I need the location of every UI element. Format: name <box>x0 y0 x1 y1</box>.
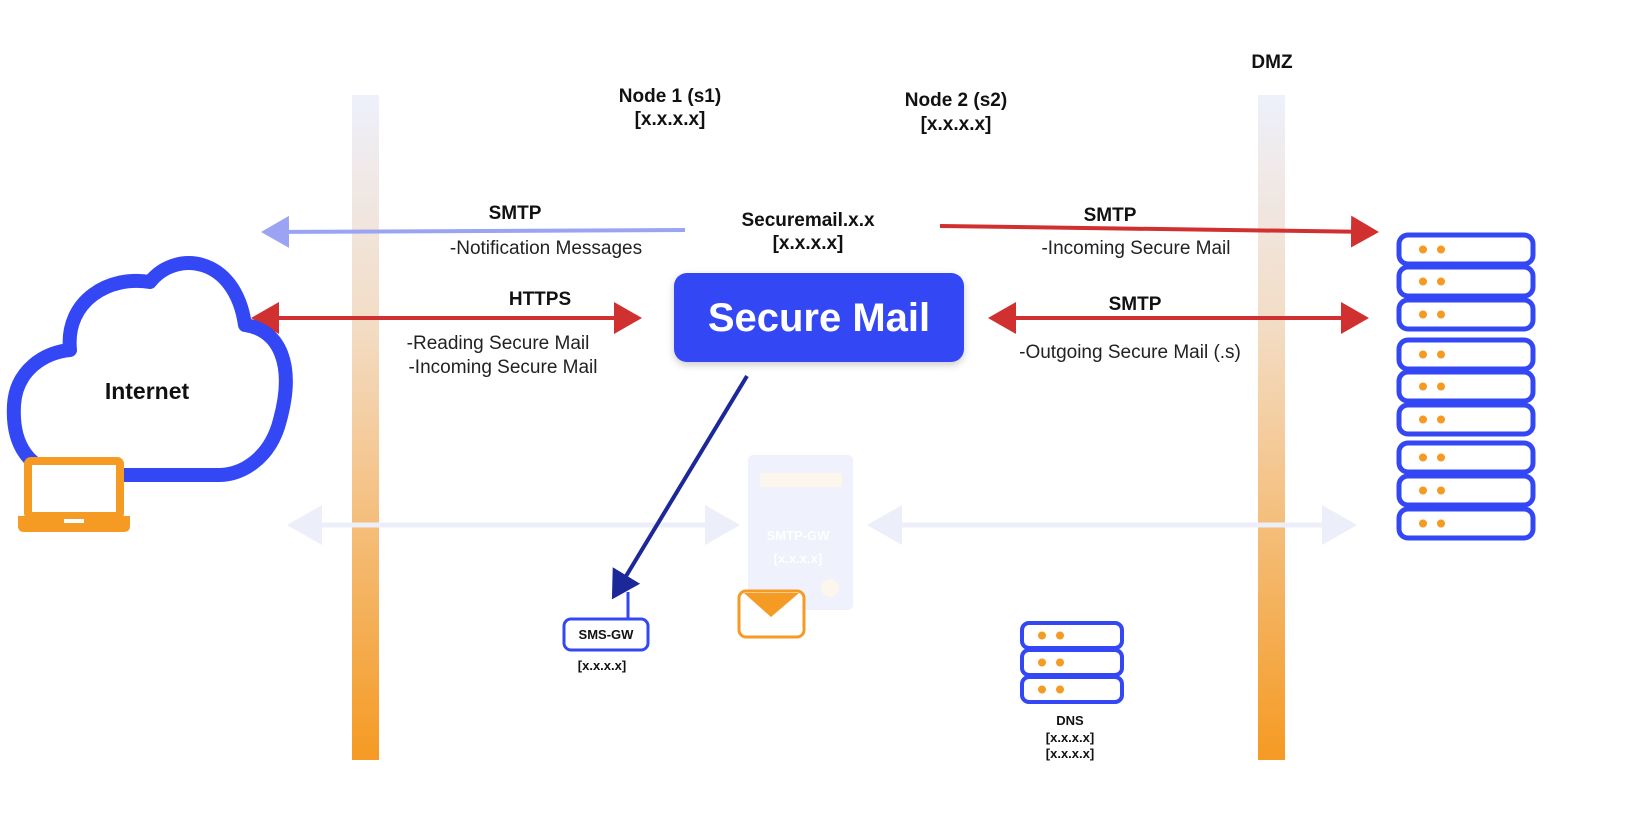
envelope-icon <box>737 589 806 639</box>
internet-cloud-icon: Internet <box>6 256 293 482</box>
notification-arrow <box>261 215 686 248</box>
rack-server-unit <box>1396 473 1536 508</box>
incoming-desc: -Incoming Secure Mail <box>1041 238 1230 259</box>
dns-ip-2: [x.x.x.x] <box>1046 746 1094 761</box>
dns-server-unit <box>1020 648 1124 677</box>
node2-ip: [x.x.x.x] <box>921 114 992 135</box>
dns-server-unit <box>1020 675 1124 704</box>
securemail-ip: [x.x.x.x] <box>773 233 844 254</box>
rack-server-unit <box>1396 506 1536 541</box>
dns-server-icon <box>1020 621 1124 704</box>
node1-ip: [x.x.x.x] <box>635 109 706 130</box>
sms-arrow <box>611 374 749 600</box>
dns-server-unit <box>1020 621 1124 650</box>
sms-gw-icon: SMS-GW <box>562 592 650 652</box>
rack-server-unit <box>1396 232 1536 267</box>
left-zone-pillar <box>352 95 379 760</box>
mail-server-rack-icon <box>1396 232 1536 541</box>
internet-label: Internet <box>105 378 190 404</box>
outgoing-desc: -Outgoing Secure Mail (.s) <box>1019 342 1241 363</box>
smtp-gw-ip: [x.x.x.x] <box>774 551 822 566</box>
notification-desc: -Notification Messages <box>450 238 642 259</box>
https-desc-1: -Reading Secure Mail <box>407 333 590 354</box>
sms-gw-ip: [x.x.x.x] <box>578 658 626 673</box>
rack-server-unit <box>1396 297 1536 332</box>
rack-server-unit <box>1396 337 1536 372</box>
secure-mail-label: Secure Mail <box>708 296 930 340</box>
securemail-name: Securemail.x.x <box>741 210 875 231</box>
node2-name: Node 2 (s2) <box>905 90 1007 111</box>
node1-name: Node 1 (s1) <box>619 86 721 107</box>
secure-mail-box: Secure Mail <box>674 273 964 362</box>
smtp-gw-label: SMTP-GW <box>767 528 831 543</box>
incoming-protocol: SMTP <box>1084 205 1137 226</box>
laptop-icon <box>18 457 130 532</box>
rack-server-unit <box>1396 264 1536 299</box>
rack-server-unit <box>1396 369 1536 404</box>
smtp-gw-box: SMTP-GW [x.x.x.x] <box>748 455 853 610</box>
dns-label: DNS <box>1056 713 1084 728</box>
dns-ip-1: [x.x.x.x] <box>1046 730 1094 745</box>
notification-protocol: SMTP <box>489 203 542 224</box>
sms-gw-label: SMS-GW <box>579 627 635 642</box>
https-desc-2: -Incoming Secure Mail <box>408 357 597 378</box>
incoming-smtp-arrow <box>939 215 1379 248</box>
https-protocol: HTTPS <box>509 289 571 310</box>
outgoing-protocol: SMTP <box>1109 294 1162 315</box>
rack-server-unit <box>1396 402 1536 437</box>
dmz-pillar <box>1258 95 1285 760</box>
rack-server-unit <box>1396 440 1536 475</box>
dmz-label: DMZ <box>1251 52 1293 73</box>
